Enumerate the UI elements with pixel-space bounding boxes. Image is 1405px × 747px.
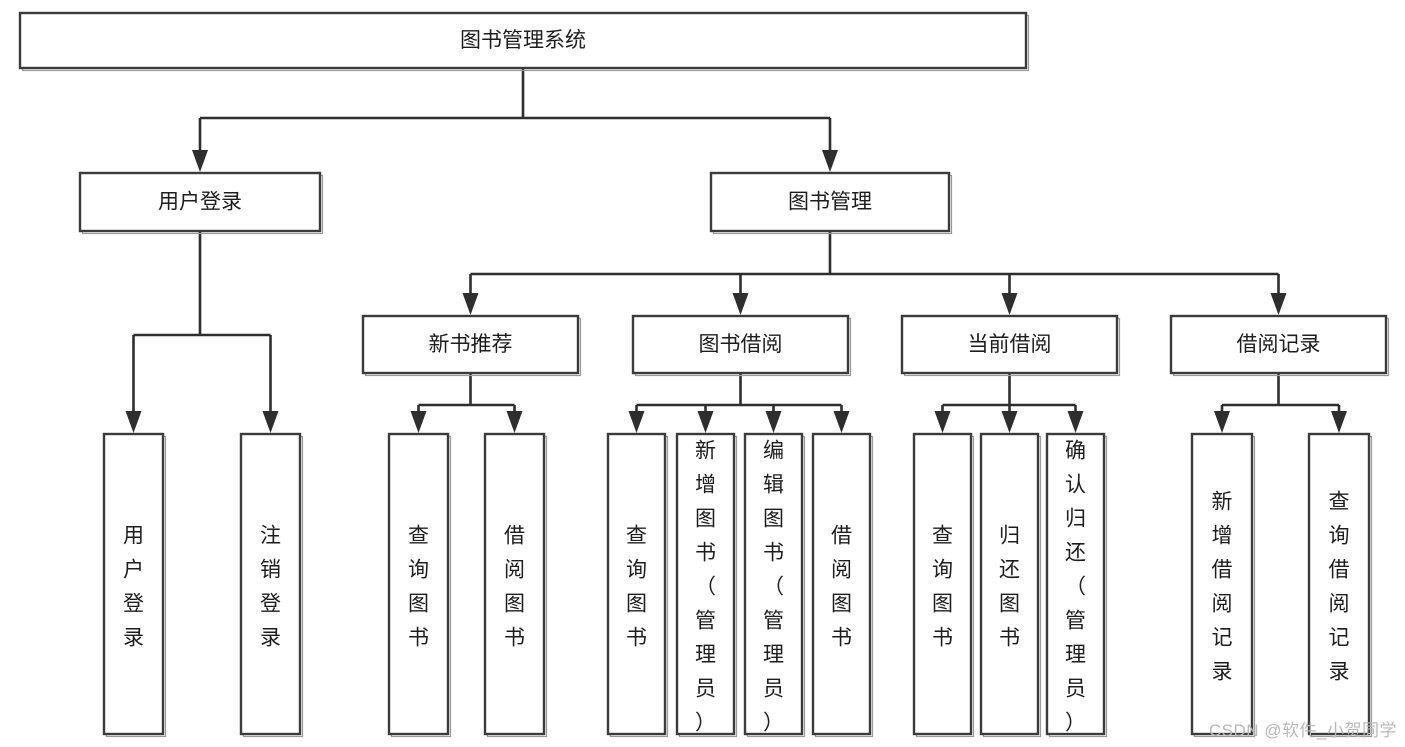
node-box[interactable]: [979, 432, 1040, 736]
node-label: 归还图书: [999, 525, 1020, 650]
connector-group-newbook: [410, 373, 523, 433]
node-label: 查询借阅记录: [1329, 491, 1350, 684]
connector-group-records: [1214, 373, 1347, 433]
connector-group-bookmgmt: [462, 231, 1287, 315]
node-bookmgmt[interactable]: 图书管理: [709, 171, 953, 235]
node-box[interactable]: [102, 432, 165, 736]
node-label: 编辑图书（管理员）: [763, 440, 784, 735]
node-box[interactable]: [1169, 314, 1388, 375]
node-leaf-borrow-book-2[interactable]: 借阅图书: [811, 432, 874, 738]
node-label: 注销登录: [260, 525, 281, 650]
node-box[interactable]: [743, 432, 804, 736]
node-box[interactable]: [912, 432, 973, 736]
connector-group-login: [125, 231, 279, 433]
arrow-head-icon: [1270, 293, 1287, 315]
node-box[interactable]: [18, 11, 1028, 70]
node-login[interactable]: 用户登录: [78, 171, 324, 235]
node-label: 用户登录: [123, 525, 144, 650]
arrow-head-icon: [1001, 411, 1018, 433]
arrow-head-icon: [262, 411, 279, 433]
node-label: 新增图书（管理员）: [695, 440, 716, 735]
connector-group-current: [934, 373, 1084, 433]
node-box[interactable]: [361, 314, 580, 375]
connector-layer: [125, 68, 1347, 433]
node-label: 新增借阅记录: [1212, 491, 1233, 684]
node-label: 用户登录: [158, 191, 242, 214]
arrow-head-icon: [506, 411, 523, 433]
node-leaf-user-logout[interactable]: 注销登录: [239, 432, 304, 738]
node-leaf-edit-book[interactable]: 编辑图书（管理员）: [743, 432, 806, 738]
node-box[interactable]: [631, 314, 850, 375]
node-leaf-add-book[interactable]: 新增图书（管理员）: [675, 432, 738, 738]
node-label: 查询图书: [408, 525, 429, 650]
node-box[interactable]: [709, 171, 951, 233]
node-box[interactable]: [483, 432, 546, 736]
connector-group-root: [192, 68, 838, 172]
arrow-head-icon: [628, 411, 645, 433]
node-layer: 图书管理系统用户登录图书管理新书推荐图书借阅当前借阅借阅记录用户登录注销登录查询…: [18, 11, 1390, 738]
arrow-head-icon: [833, 411, 850, 433]
watermark-label: CSDN @软件_小贺同学: [1208, 721, 1397, 740]
node-leaf-add-record[interactable]: 新增借阅记录: [1190, 432, 1256, 738]
node-leaf-query-book-3[interactable]: 查询图书: [912, 432, 975, 738]
node-label: 图书管理系统: [460, 29, 586, 52]
node-borrow[interactable]: 图书借阅: [631, 314, 852, 377]
arrow-head-icon: [125, 411, 142, 433]
node-leaf-user-login[interactable]: 用户登录: [102, 432, 167, 738]
node-current[interactable]: 当前借阅: [900, 314, 1121, 377]
arrow-head-icon: [765, 411, 782, 433]
node-box[interactable]: [675, 432, 736, 736]
node-label: 当前借阅: [968, 333, 1052, 356]
arrow-head-icon: [192, 150, 208, 172]
arrow-head-icon: [822, 150, 838, 172]
node-label: 图书管理: [788, 191, 872, 214]
node-box[interactable]: [900, 314, 1119, 375]
node-leaf-borrow-book-1[interactable]: 借阅图书: [483, 432, 548, 738]
node-leaf-return-book[interactable]: 归还图书: [979, 432, 1042, 738]
node-label: 查询图书: [932, 525, 953, 650]
arrow-head-icon: [934, 411, 951, 433]
node-label: 借阅图书: [831, 525, 852, 650]
arrow-head-icon: [1001, 293, 1018, 315]
arrow-head-icon: [1214, 411, 1230, 433]
arrow-head-icon: [1331, 411, 1347, 433]
node-box[interactable]: [1045, 432, 1106, 736]
node-label: 图书借阅: [699, 333, 783, 356]
arrow-head-icon: [1067, 411, 1084, 433]
arrow-head-icon: [410, 411, 427, 433]
node-box[interactable]: [387, 432, 450, 736]
node-box[interactable]: [1307, 432, 1371, 736]
arrow-head-icon: [732, 293, 749, 315]
node-label: 新书推荐: [429, 333, 513, 356]
node-box[interactable]: [606, 432, 667, 736]
node-root[interactable]: 图书管理系统: [18, 11, 1030, 72]
node-label: 查询图书: [626, 525, 647, 650]
node-leaf-query-record[interactable]: 查询借阅记录: [1307, 432, 1373, 738]
node-leaf-query-book-1[interactable]: 查询图书: [387, 432, 452, 738]
arrow-head-icon: [697, 411, 714, 433]
arrow-head-icon: [462, 293, 479, 315]
node-label: 借阅记录: [1237, 333, 1321, 356]
connector-group-borrow: [628, 373, 850, 433]
node-box[interactable]: [811, 432, 872, 736]
node-leaf-confirm-return[interactable]: 确认归还（管理员）: [1045, 432, 1108, 738]
node-box[interactable]: [239, 432, 302, 736]
node-newbook[interactable]: 新书推荐: [361, 314, 582, 377]
node-label: 借阅图书: [504, 525, 525, 650]
node-box[interactable]: [78, 171, 322, 233]
node-box[interactable]: [1190, 432, 1254, 736]
node-label: 确认归还（管理员）: [1065, 440, 1086, 735]
node-leaf-query-book-2[interactable]: 查询图书: [606, 432, 669, 738]
node-records[interactable]: 借阅记录: [1169, 314, 1390, 377]
